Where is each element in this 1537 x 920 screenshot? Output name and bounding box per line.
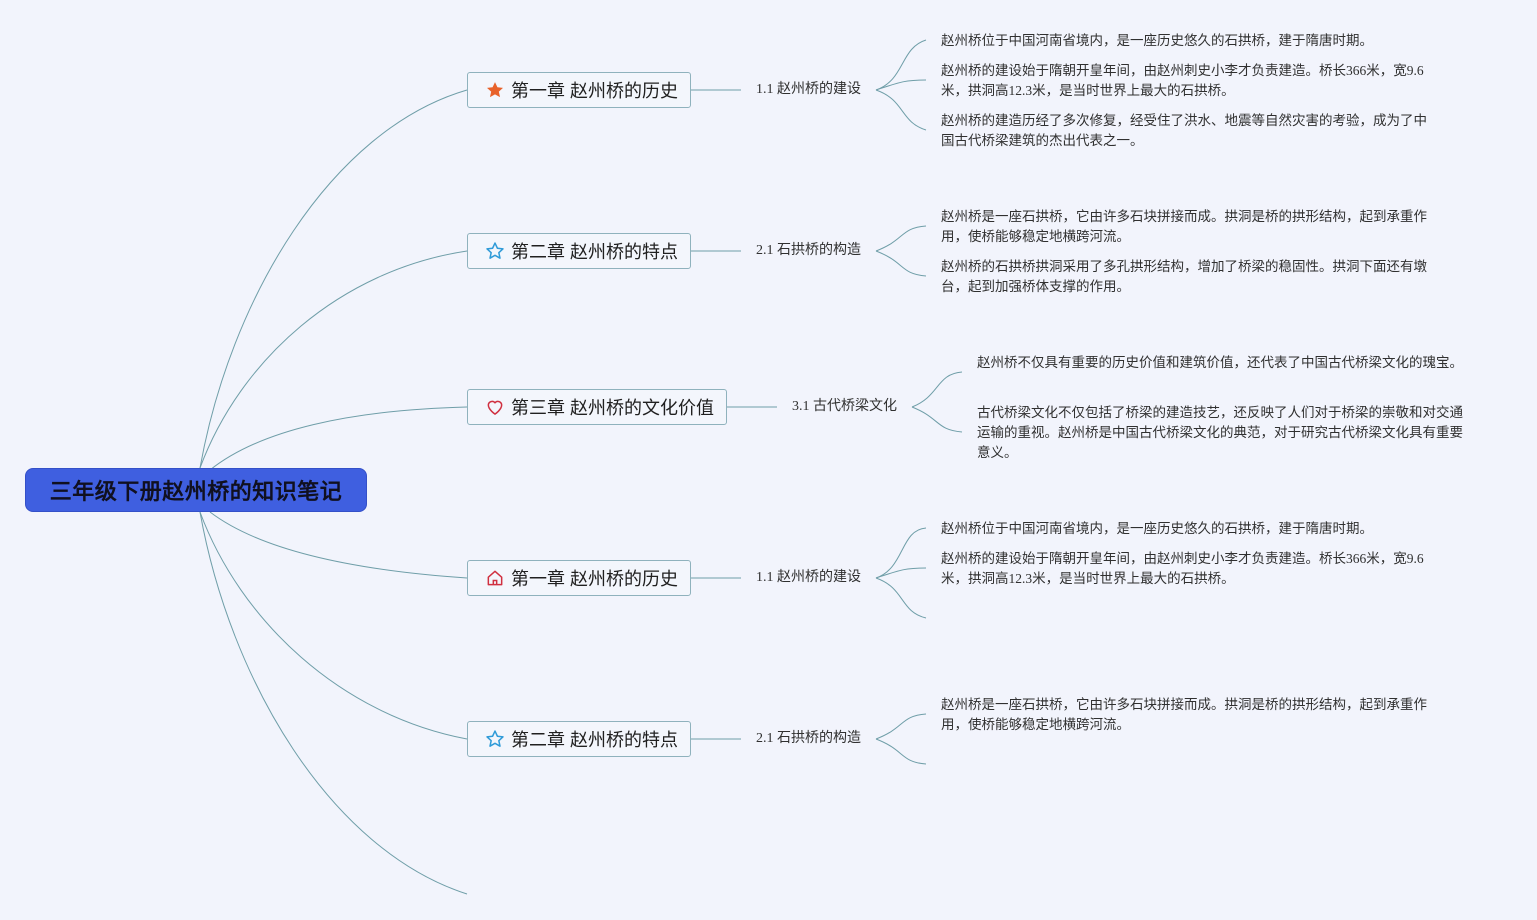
chapter-label: 第一章 赵州桥的历史 — [511, 569, 679, 589]
subtopic-node-2[interactable]: 2.1 石拱桥的构造 — [756, 243, 861, 258]
note-link-4-2 — [875, 567, 927, 579]
note-2-2[interactable]: 赵州桥的石拱桥拱洞采用了多孔拱形结构，增加了桥梁的稳固性。拱洞下面还有墩台，起到… — [941, 259, 1427, 294]
note-link-5-1 — [875, 713, 927, 740]
note-5-1[interactable]: 赵州桥是一座石拱桥，它由许多石块拼接而成。拱洞是桥的拱形结构，起到承重作用，使桥… — [941, 697, 1427, 732]
note-2-1[interactable]: 赵州桥是一座石拱桥，它由许多石块拼接而成。拱洞是桥的拱形结构，起到承重作用，使桥… — [941, 209, 1427, 244]
chapter-node-3[interactable]: 第三章 赵州桥的文化价值 — [467, 389, 727, 425]
root-link-6 — [199, 511, 468, 895]
star-outline-icon — [485, 241, 505, 261]
note-link-3-2 — [911, 406, 963, 433]
note-link-4-3 — [875, 577, 927, 619]
root-title: 三年级下册赵州桥的知识笔记 — [49, 479, 343, 504]
chapter-node-2[interactable]: 第二章 赵州桥的特点 — [467, 233, 691, 269]
chapter-label: 第二章 赵州桥的特点 — [511, 242, 679, 262]
note-1-1[interactable]: 赵州桥位于中国河南省境内，是一座历史悠久的石拱桥，建于隋唐时期。 — [941, 33, 1373, 48]
chapter-node-5[interactable]: 第二章 赵州桥的特点 — [467, 721, 691, 757]
subtopic-node-5[interactable]: 2.1 石拱桥的构造 — [756, 731, 861, 746]
home-icon — [485, 568, 505, 588]
subtopic-node-3[interactable]: 3.1 古代桥梁文化 — [792, 399, 897, 414]
root-node[interactable]: 三年级下册赵州桥的知识笔记 — [25, 468, 367, 512]
heart-icon — [485, 397, 505, 417]
note-link-5-2 — [875, 738, 927, 765]
root-link-3 — [209, 406, 468, 471]
root-link-1 — [199, 89, 468, 469]
note-3-1[interactable]: 赵州桥不仅具有重要的历史价值和建筑价值，还代表了中国古代桥梁文化的瑰宝。 — [977, 355, 1463, 370]
note-link-4-1 — [875, 527, 927, 579]
note-link-2-2 — [875, 250, 927, 277]
star-filled-icon — [485, 80, 505, 100]
chapter-label: 第三章 赵州桥的文化价值 — [511, 398, 714, 418]
chapter-node-1[interactable]: 第一章 赵州桥的历史 — [467, 72, 691, 108]
root-link-5 — [199, 511, 468, 740]
root-link-2 — [199, 250, 468, 469]
subtopic-node-4[interactable]: 1.1 赵州桥的建设 — [756, 570, 861, 585]
note-1-2[interactable]: 赵州桥的建设始于隋朝开皇年间，由赵州刺史小李才负责建造。桥长366米，宽9.6米… — [941, 63, 1424, 98]
note-link-2-1 — [875, 225, 927, 252]
subtopic-node-1[interactable]: 1.1 赵州桥的建设 — [756, 82, 861, 97]
note-link-1-1 — [875, 39, 927, 91]
note-link-3-1 — [911, 371, 963, 408]
chapter-label: 第一章 赵州桥的历史 — [511, 81, 679, 101]
note-1-3[interactable]: 赵州桥的建造历经了多次修复，经受住了洪水、地震等自然灾害的考验，成为了中国古代桥… — [941, 113, 1427, 148]
chapter-node-4[interactable]: 第一章 赵州桥的历史 — [467, 560, 691, 596]
note-link-1-2 — [875, 79, 927, 91]
note-4-1[interactable]: 赵州桥位于中国河南省境内，是一座历史悠久的石拱桥，建于隋唐时期。 — [941, 521, 1373, 536]
star-outline-icon — [485, 729, 505, 749]
note-link-1-3 — [875, 89, 927, 131]
note-3-2[interactable]: 古代桥梁文化不仅包括了桥梁的建造技艺，还反映了人们对于桥梁的崇敬和对交通运输的重… — [977, 405, 1463, 460]
chapter-label: 第二章 赵州桥的特点 — [511, 730, 679, 750]
note-4-2[interactable]: 赵州桥的建设始于隋朝开皇年间，由赵州刺史小李才负责建造。桥长366米，宽9.6米… — [941, 551, 1424, 586]
root-link-4 — [209, 511, 468, 579]
